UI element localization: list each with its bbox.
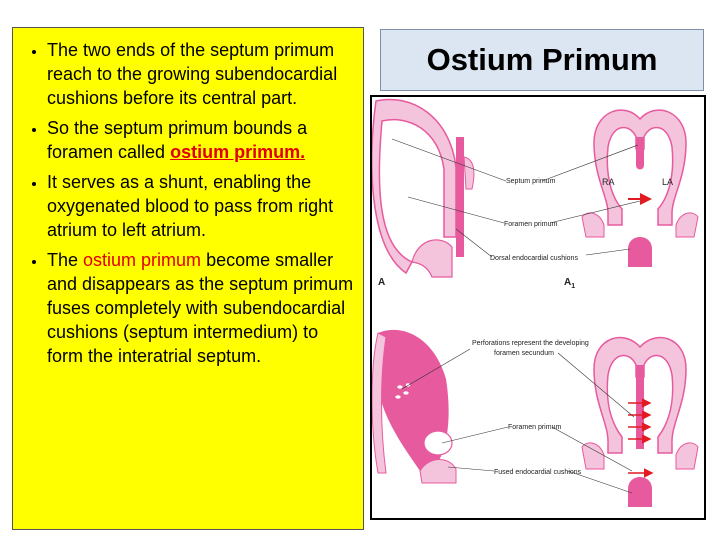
ventricle-right-a1 (675, 212, 699, 238)
panel-b-drawing (372, 329, 457, 484)
septum-primum-left (456, 137, 464, 257)
bullet-2-text: So the septum primum bounds a foramen ca… (47, 118, 308, 162)
septum-primum-b1 (636, 365, 644, 449)
bullet-4-text-b: become smaller and disappears as the sep… (47, 250, 354, 366)
label-dorsal-cushions: Dorsal endocardial cushions (490, 255, 578, 262)
atrial-wall-left (372, 98, 457, 275)
label-foramen-primum-bottom: Foramen primum (508, 424, 561, 431)
bullet-1: The two ends of the septum primum reach … (47, 38, 355, 110)
ventricle-right-b1 (675, 442, 699, 470)
panel-a1-letter: A1 (564, 277, 575, 290)
bullet-3: It serves as a shunt, enabling the oxyge… (47, 170, 355, 242)
shunt-arrows-b1 (628, 398, 654, 478)
panel-b1-drawing (581, 337, 699, 507)
text-panel: The two ends of the septum primum reach … (12, 27, 364, 530)
panel-a-letter: A (378, 277, 385, 288)
bullet-list: The two ends of the septum primum reach … (27, 38, 355, 368)
bullet-4-text-a: The (47, 250, 84, 270)
atrial-wall-bottom-left (372, 332, 387, 474)
bullet-3-text: It serves as a shunt, enabling the oxyge… (47, 172, 334, 240)
diagram-figure: A RA LA A1 Septum primum Foramen primum … (370, 95, 706, 520)
septum-edge-left (463, 156, 475, 190)
label-la: LA (662, 177, 673, 187)
panel-a1-drawing (581, 109, 699, 267)
label-foramen-primum-top: Foramen primum (504, 221, 557, 228)
dorsal-cushion-a1 (628, 237, 652, 267)
slide-title: Ostium Primum (426, 42, 658, 77)
label-septum-primum: Septum primum (506, 178, 556, 185)
ventricle-left-a1 (581, 212, 605, 238)
heart-diagram: A RA LA A1 Septum primum Foramen primum … (372, 98, 699, 507)
label-fused-cushions: Fused endocardial cushions (494, 469, 582, 476)
title-box: Ostium Primum (380, 29, 704, 91)
cushion-left (411, 239, 453, 278)
ventricle-left-b1 (581, 442, 605, 470)
bullet-4-highlight: ostium primum (83, 250, 202, 270)
bottom-leader-lines (401, 348, 635, 494)
bullet-2-highlight: ostium primum. (170, 142, 306, 162)
panel-a-drawing (372, 98, 475, 278)
bullet-2: So the septum primum bounds a foramen ca… (47, 116, 355, 164)
foramen-primum-hole-bottom (423, 430, 453, 456)
heart-outline-b1 (593, 337, 687, 454)
septum-primum-a1 (636, 137, 644, 170)
bullet-4: The ostium primum become smaller and dis… (47, 248, 355, 368)
label-perforations-2: foramen secundum (494, 350, 554, 357)
label-perforations-1: Perforations represent the developing (472, 340, 589, 347)
label-ra: RA (602, 177, 615, 187)
top-leader-lines (391, 138, 641, 258)
fused-cushion-b1 (628, 477, 652, 507)
heart-outline-a1 (593, 109, 687, 226)
cushion-bottom-left (419, 459, 457, 484)
bullet-1-text: The two ends of the septum primum reach … (47, 40, 338, 108)
